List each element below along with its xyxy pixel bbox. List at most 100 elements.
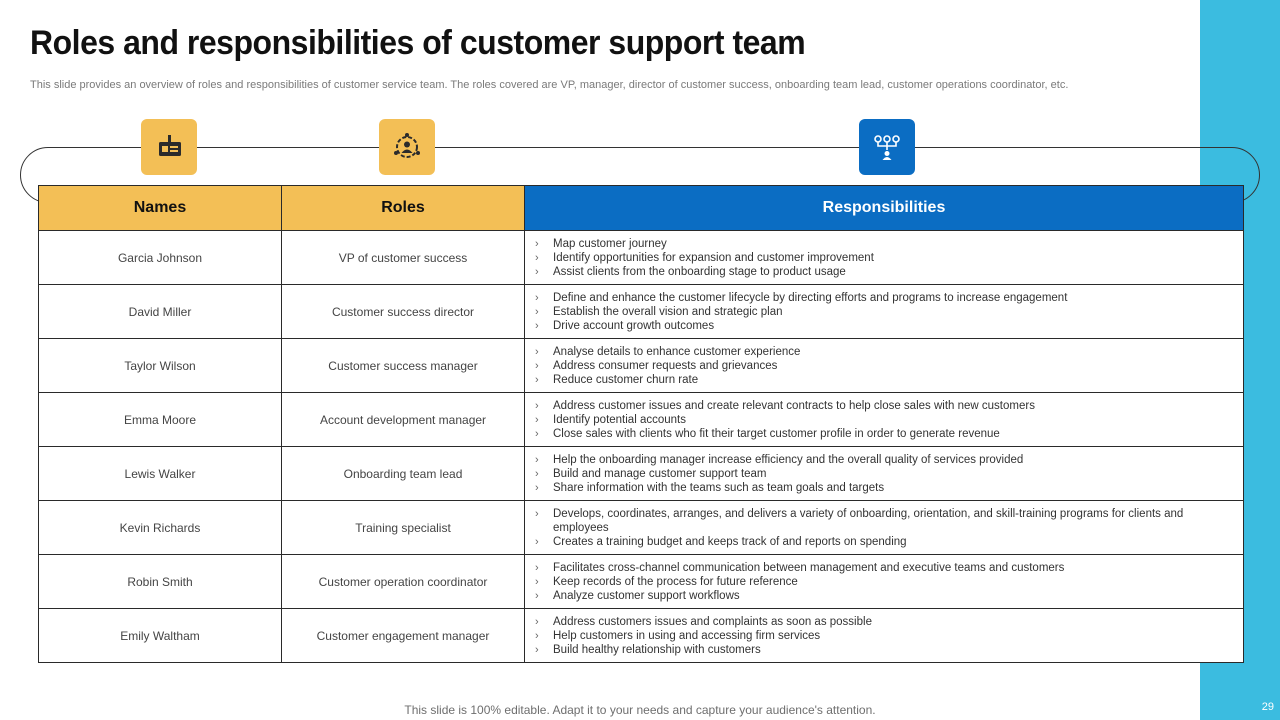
- responsibilities-cell: › Define and enhance the customer lifecyc…: [524, 284, 1244, 339]
- header-names: Names: [38, 185, 282, 231]
- responsibility-text: Keep records of the process for future r…: [553, 575, 798, 588]
- id-badge-icon: [141, 119, 197, 175]
- responsibilities-cell: › Address customer issues and create rele…: [524, 392, 1244, 447]
- responsibility-text: Address customer issues and create relev…: [553, 399, 1035, 412]
- list-item: › Close sales with clients who fit their …: [533, 427, 1233, 441]
- responsibility-text: Address consumer requests and grievances: [553, 359, 778, 372]
- list-item: › Address consumer requests and grievance…: [533, 359, 1233, 373]
- list-item: › Identify opportunities for expansion an…: [533, 251, 1233, 265]
- role-cell: Training specialist: [281, 500, 525, 555]
- responsibility-text: Help customers in using and accessing fi…: [553, 629, 821, 642]
- bullet-chevron-icon: ›: [535, 427, 539, 440]
- person-gear-icon: [379, 119, 435, 175]
- responsibilities-cell: › Develops, coordinates, arranges, and de…: [524, 500, 1244, 555]
- list-item: › Develops, coordinates, arranges, and de…: [533, 507, 1233, 535]
- role-cell: Customer success manager: [281, 338, 525, 393]
- name-cell: Emma Moore: [38, 392, 282, 447]
- role-cell: Customer success director: [281, 284, 525, 339]
- role-cell: Customer engagement manager: [281, 608, 525, 663]
- slide-subtitle: This slide provides an overview of roles…: [30, 79, 1069, 91]
- role-cell: VP of customer success: [281, 230, 525, 285]
- list-item: › Creates a training budget and keeps tra…: [533, 535, 1233, 549]
- responsibilities-list: › Analyse details to enhance customer exp…: [533, 345, 1233, 387]
- list-item: › Share information with the teams such a…: [533, 481, 1233, 495]
- list-item: › Analyze customer support workflows: [533, 589, 1233, 603]
- bullet-chevron-icon: ›: [535, 575, 539, 588]
- responsibility-text: Creates a training budget and keeps trac…: [553, 535, 907, 548]
- footer-note: This slide is 100% editable. Adapt it to…: [404, 703, 876, 717]
- responsibility-text: Define and enhance the customer lifecycl…: [553, 291, 1068, 304]
- bullet-chevron-icon: ›: [535, 615, 539, 628]
- responsibilities-list: › Facilitates cross-channel communication…: [533, 561, 1233, 603]
- list-item: › Address customers issues and complaints…: [533, 615, 1233, 629]
- responsibilities-cell: › Help the onboarding manager increase ef…: [524, 446, 1244, 501]
- role-cell: Onboarding team lead: [281, 446, 525, 501]
- responsibility-text: Reduce customer churn rate: [553, 373, 699, 386]
- responsibility-text: Address customers issues and complaints …: [553, 615, 872, 628]
- list-item: › Map customer journey: [533, 237, 1233, 251]
- list-item: › Help customers in using and accessing f…: [533, 629, 1233, 643]
- hierarchy-icon: [859, 119, 915, 175]
- responsibility-text: Analyze customer support workflows: [553, 589, 740, 602]
- responsibility-text: Develops, coordinates, arranges, and del…: [553, 507, 1184, 534]
- role-cell: Customer operation coordinator: [281, 554, 525, 609]
- responsibilities-cell: › Analyse details to enhance customer exp…: [524, 338, 1244, 393]
- responsibilities-list: › Map customer journey › Identify opportuni…: [533, 237, 1233, 279]
- responsibility-text: Help the onboarding manager increase eff…: [553, 453, 1024, 466]
- responsibilities-list: › Help the onboarding manager increase ef…: [533, 453, 1233, 495]
- bullet-chevron-icon: ›: [535, 453, 539, 466]
- list-item: › Build and manage customer support team: [533, 467, 1233, 481]
- bullet-chevron-icon: ›: [535, 507, 539, 520]
- list-item: › Help the onboarding manager increase ef…: [533, 453, 1233, 467]
- bullet-chevron-icon: ›: [535, 629, 539, 642]
- name-cell: Emily Waltham: [38, 608, 282, 663]
- bullet-chevron-icon: ›: [535, 359, 539, 372]
- bullet-chevron-icon: ›: [535, 535, 539, 548]
- responsibility-text: Facilitates cross-channel communication …: [553, 561, 1065, 574]
- header-responsibilities: Responsibilities: [524, 185, 1244, 231]
- name-cell: Kevin Richards: [38, 500, 282, 555]
- bullet-chevron-icon: ›: [535, 305, 539, 318]
- responsibilities-cell: › Map customer journey › Identify opportuni…: [524, 230, 1244, 285]
- list-item: ›Identify potential accounts: [533, 413, 1233, 427]
- responsibility-text: Identify opportunities for expansion and…: [553, 251, 874, 264]
- bullet-chevron-icon: ›: [535, 643, 539, 656]
- bullet-chevron-icon: ›: [535, 561, 539, 574]
- bullet-chevron-icon: ›: [535, 399, 539, 412]
- responsibility-text: Build and manage customer support team: [553, 467, 767, 480]
- bullet-chevron-icon: ›: [535, 413, 539, 426]
- name-cell: Robin Smith: [38, 554, 282, 609]
- list-item: › Build healthy relationship with custome…: [533, 643, 1233, 657]
- bullet-chevron-icon: ›: [535, 589, 539, 602]
- bullet-chevron-icon: ›: [535, 319, 539, 332]
- slide-title: Roles and responsibilities of customer s…: [30, 24, 806, 62]
- bullet-chevron-icon: ›: [535, 467, 539, 480]
- responsibility-text: Analyse details to enhance customer expe…: [553, 345, 801, 358]
- responsibility-text: Drive account growth outcomes: [553, 319, 715, 332]
- responsibility-text: Map customer journey: [553, 237, 667, 250]
- name-cell: David Miller: [38, 284, 282, 339]
- responsibility-text: Close sales with clients who fit their t…: [553, 427, 1000, 440]
- responsibilities-list: › Address customer issues and create rele…: [533, 399, 1233, 441]
- bullet-chevron-icon: ›: [535, 237, 539, 250]
- responsibilities-cell: › Address customers issues and complaints…: [524, 608, 1244, 663]
- name-cell: Taylor Wilson: [38, 338, 282, 393]
- responsibility-text: Build healthy relationship with customer…: [553, 643, 761, 656]
- responsibilities-list: › Define and enhance the customer lifecyc…: [533, 291, 1233, 333]
- role-cell: Account development manager: [281, 392, 525, 447]
- name-cell: Lewis Walker: [38, 446, 282, 501]
- list-item: ›Reduce customer churn rate: [533, 373, 1233, 387]
- responsibilities-list: › Develops, coordinates, arranges, and de…: [533, 507, 1233, 549]
- list-item: ›Establish the overall vision and strate…: [533, 305, 1233, 319]
- bullet-chevron-icon: ›: [535, 251, 539, 264]
- responsibility-text: Share information with the teams such as…: [553, 481, 885, 494]
- bullet-chevron-icon: ›: [535, 265, 539, 278]
- bullet-chevron-icon: ›: [535, 481, 539, 494]
